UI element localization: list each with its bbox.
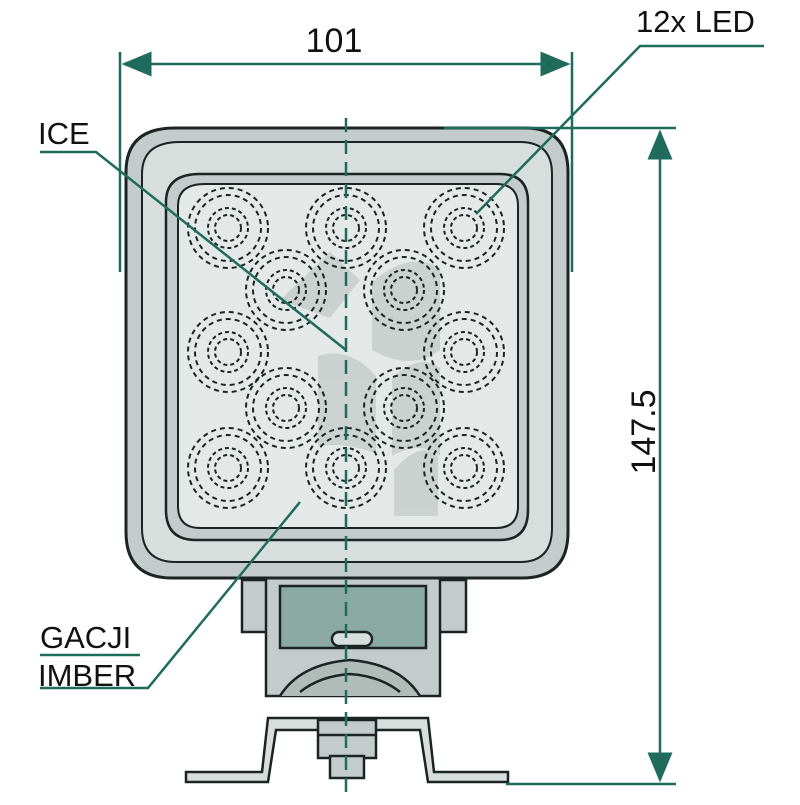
led-7	[423, 311, 505, 393]
led-1	[187, 187, 269, 269]
led-12	[423, 427, 505, 509]
led-10	[187, 427, 269, 509]
led-8	[245, 367, 327, 449]
leader-lines	[40, 44, 764, 690]
led-4	[245, 249, 327, 331]
rear-mount	[240, 570, 468, 698]
led-6	[187, 311, 269, 393]
width-value: 101	[306, 22, 363, 60]
label-lens: ICE	[38, 116, 90, 151]
width-dimension	[118, 51, 574, 272]
led-array	[187, 187, 505, 509]
led-3	[423, 187, 505, 269]
height-value: 147.5	[625, 389, 663, 474]
mounting-bracket	[184, 716, 510, 784]
label-housing-line1: GACJI	[40, 620, 131, 655]
led-9	[363, 367, 445, 449]
label-led: 12x LED	[636, 4, 755, 39]
label-housing-line2: IMBER	[38, 658, 136, 693]
led-5	[363, 249, 445, 331]
